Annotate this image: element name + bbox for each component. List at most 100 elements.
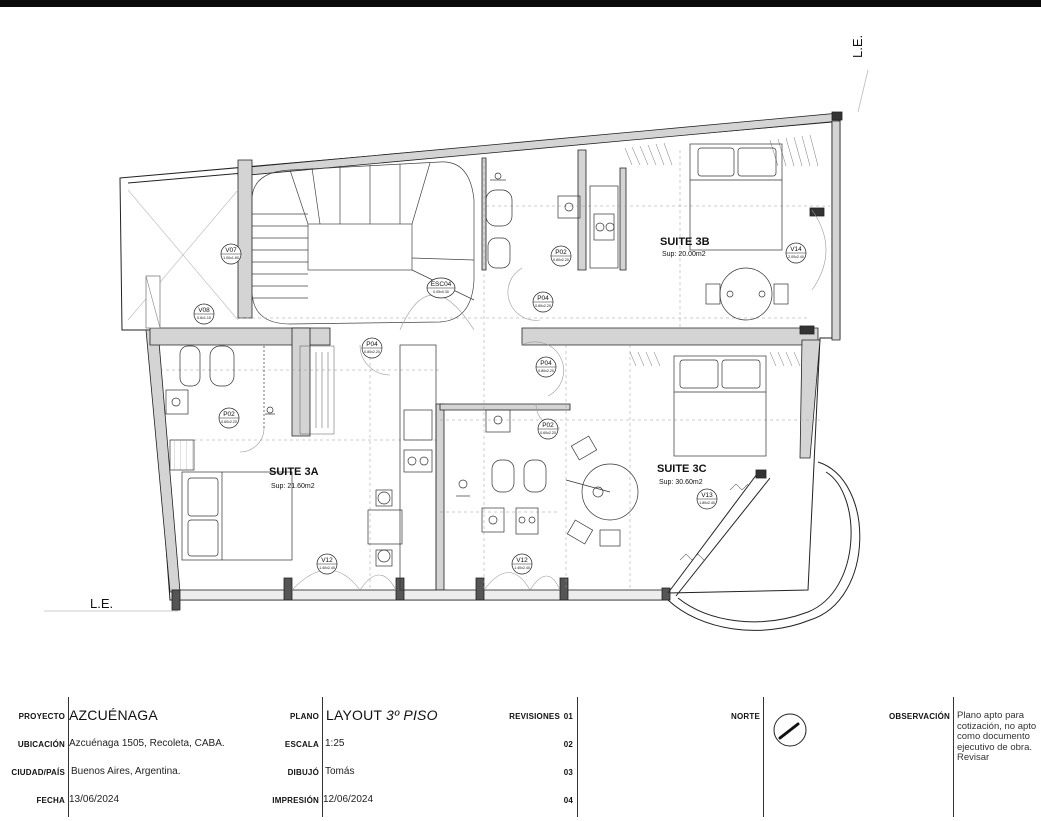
balcony — [667, 461, 861, 631]
proyecto-label: PROYECTO — [18, 712, 65, 721]
tag-v07: V07 1.00x1.80 — [220, 243, 242, 265]
bed-3b — [689, 143, 789, 321]
svg-text:V12: V12 — [321, 557, 333, 564]
impresion-label: IMPRESIÓN — [272, 796, 319, 805]
plano-value-floor: 3º PISO — [386, 707, 438, 723]
wardrobe-3a — [299, 345, 335, 435]
north-arrow-icon — [773, 713, 807, 747]
plano-value-main: LAYOUT — [326, 707, 382, 723]
tag-p02-3a: P02 0.60x2.20 — [218, 407, 240, 429]
dibujo-value: Tomás — [325, 766, 355, 777]
revision-01: 01 — [563, 712, 573, 721]
tag-p04-3a: P04 0.80x2.20 — [361, 337, 383, 359]
ubicacion-label: UBICACIÓN — [17, 740, 65, 749]
top-black-band — [0, 0, 1041, 7]
room-label-suite-3a: SUITE 3A Sup: 21.60m2 — [269, 466, 319, 490]
svg-text:ESC04: ESC04 — [431, 281, 452, 288]
kitchenette-3a — [367, 344, 437, 591]
right-windows — [679, 111, 843, 561]
svg-text:2.00x2.40: 2.00x2.40 — [788, 255, 804, 259]
outer-walls — [119, 114, 841, 601]
svg-text:V14: V14 — [790, 246, 802, 253]
impresion-value: 12/06/2024 — [323, 794, 374, 805]
revision-04: 04 — [563, 796, 573, 805]
door-swings — [239, 267, 564, 453]
plano-label: PLANO — [290, 712, 319, 721]
bathroom-central — [456, 409, 547, 535]
terrace-left — [127, 189, 239, 329]
ciudad-label: CIUDAD/PAÍS — [11, 768, 65, 777]
svg-text:1.80x2.40: 1.80x2.40 — [699, 501, 715, 505]
wardrobe-3b — [624, 134, 819, 167]
svg-text:P04: P04 — [366, 341, 378, 348]
svg-text:1.40x2.40: 1.40x2.40 — [514, 566, 530, 570]
room-name: SUITE 3B — [660, 236, 710, 248]
tag-esc04: ESC04 0.05x0.30 — [426, 277, 456, 299]
room-label-suite-3b: SUITE 3B Sup: 20.00m2 — [660, 236, 710, 258]
bathroom-3a — [165, 345, 275, 430]
tag-p04-lower: P04 0.80x2.20 — [535, 356, 557, 378]
svg-text:0.80x2.20: 0.80x2.20 — [364, 350, 380, 354]
room-label-suite-3c: SUITE 3C Sup: 30.60m2 — [657, 463, 707, 486]
le-reference-top: L.E. — [850, 35, 869, 113]
divider — [322, 697, 323, 817]
fecha-label: FECHA — [36, 796, 65, 805]
thick-walls — [145, 112, 841, 593]
svg-text:0.80x2.20: 0.80x2.20 — [538, 369, 554, 373]
revision-02: 02 — [563, 740, 573, 749]
wardrobe-3c — [629, 351, 801, 367]
le-bottom-label: L.E. — [90, 596, 113, 611]
escala-label: ESCALA — [284, 740, 319, 749]
svg-text:0.60x2.20: 0.60x2.20 — [553, 258, 569, 262]
fecha-value: 13/06/2024 — [69, 794, 120, 805]
proyecto-value: AZCUÉNAGA — [69, 707, 158, 723]
divider — [68, 697, 69, 817]
svg-text:0.6x1.15: 0.6x1.15 — [197, 316, 211, 320]
svg-text:1.00x1.80: 1.00x1.80 — [223, 256, 239, 260]
room-name: SUITE 3A — [269, 466, 319, 478]
svg-text:0.80x2.20: 0.80x2.20 — [535, 304, 551, 308]
divider — [763, 697, 764, 817]
tag-v13: V13 1.80x2.40 — [696, 488, 718, 510]
staircase — [251, 161, 475, 331]
observacion-label: OBSERVACIÓN — [888, 712, 950, 721]
le-reference-bottom: L.E. — [44, 596, 178, 612]
escala-value: 1:25 — [325, 738, 345, 749]
revision-03: 03 — [563, 768, 573, 777]
tag-v12-right: V12 1.40x2.40 — [511, 553, 533, 575]
tag-v08: V08 0.6x1.15 — [193, 303, 215, 325]
tag-p02-3c: P02 0.60x2.20 — [537, 418, 559, 440]
tag-v14: V14 2.00x2.40 — [785, 242, 807, 264]
svg-text:0.05x0.30: 0.05x0.30 — [433, 290, 449, 294]
room-area: Sup: 30.60m2 — [659, 479, 703, 486]
room-area: Sup: 21.60m2 — [271, 483, 315, 490]
ciudad-value: Buenos Aires, Argentina. — [71, 766, 181, 777]
le-top-label: L.E. — [850, 35, 865, 58]
tag-v12-left: V12 1.40x2.40 — [316, 553, 338, 575]
observacion-value: Plano apto para cotización, no apto como… — [957, 710, 1037, 764]
svg-text:P02: P02 — [542, 422, 554, 429]
dibujo-label: DIBUJÓ — [287, 768, 319, 777]
bed-3a — [169, 439, 293, 561]
svg-text:V07: V07 — [225, 247, 237, 254]
dashed-guides — [160, 150, 830, 590]
svg-text:V08: V08 — [198, 307, 210, 314]
svg-text:P02: P02 — [555, 249, 567, 256]
bed-3c — [565, 355, 767, 547]
tag-p04-upper: P04 0.80x2.20 — [532, 291, 554, 313]
svg-text:P04: P04 — [537, 295, 549, 302]
plano-value: LAYOUT 3º PISO — [326, 707, 438, 723]
revisiones-label: REVISIONES — [509, 712, 560, 721]
svg-text:0.60x2.20: 0.60x2.20 — [221, 420, 237, 424]
norte-label: NORTE — [731, 712, 760, 721]
svg-text:V13: V13 — [701, 492, 713, 499]
divider — [577, 697, 578, 817]
room-name: SUITE 3C — [657, 463, 707, 475]
room-area: Sup: 20.00m2 — [662, 251, 706, 258]
svg-text:P02: P02 — [223, 411, 235, 418]
svg-text:P04: P04 — [540, 360, 552, 367]
svg-text:0.60x2.20: 0.60x2.20 — [540, 431, 556, 435]
ubicacion-value: Azcuénaga 1505, Recoleta, CABA. — [69, 738, 225, 749]
svg-text:1.40x2.40: 1.40x2.40 — [319, 566, 335, 570]
